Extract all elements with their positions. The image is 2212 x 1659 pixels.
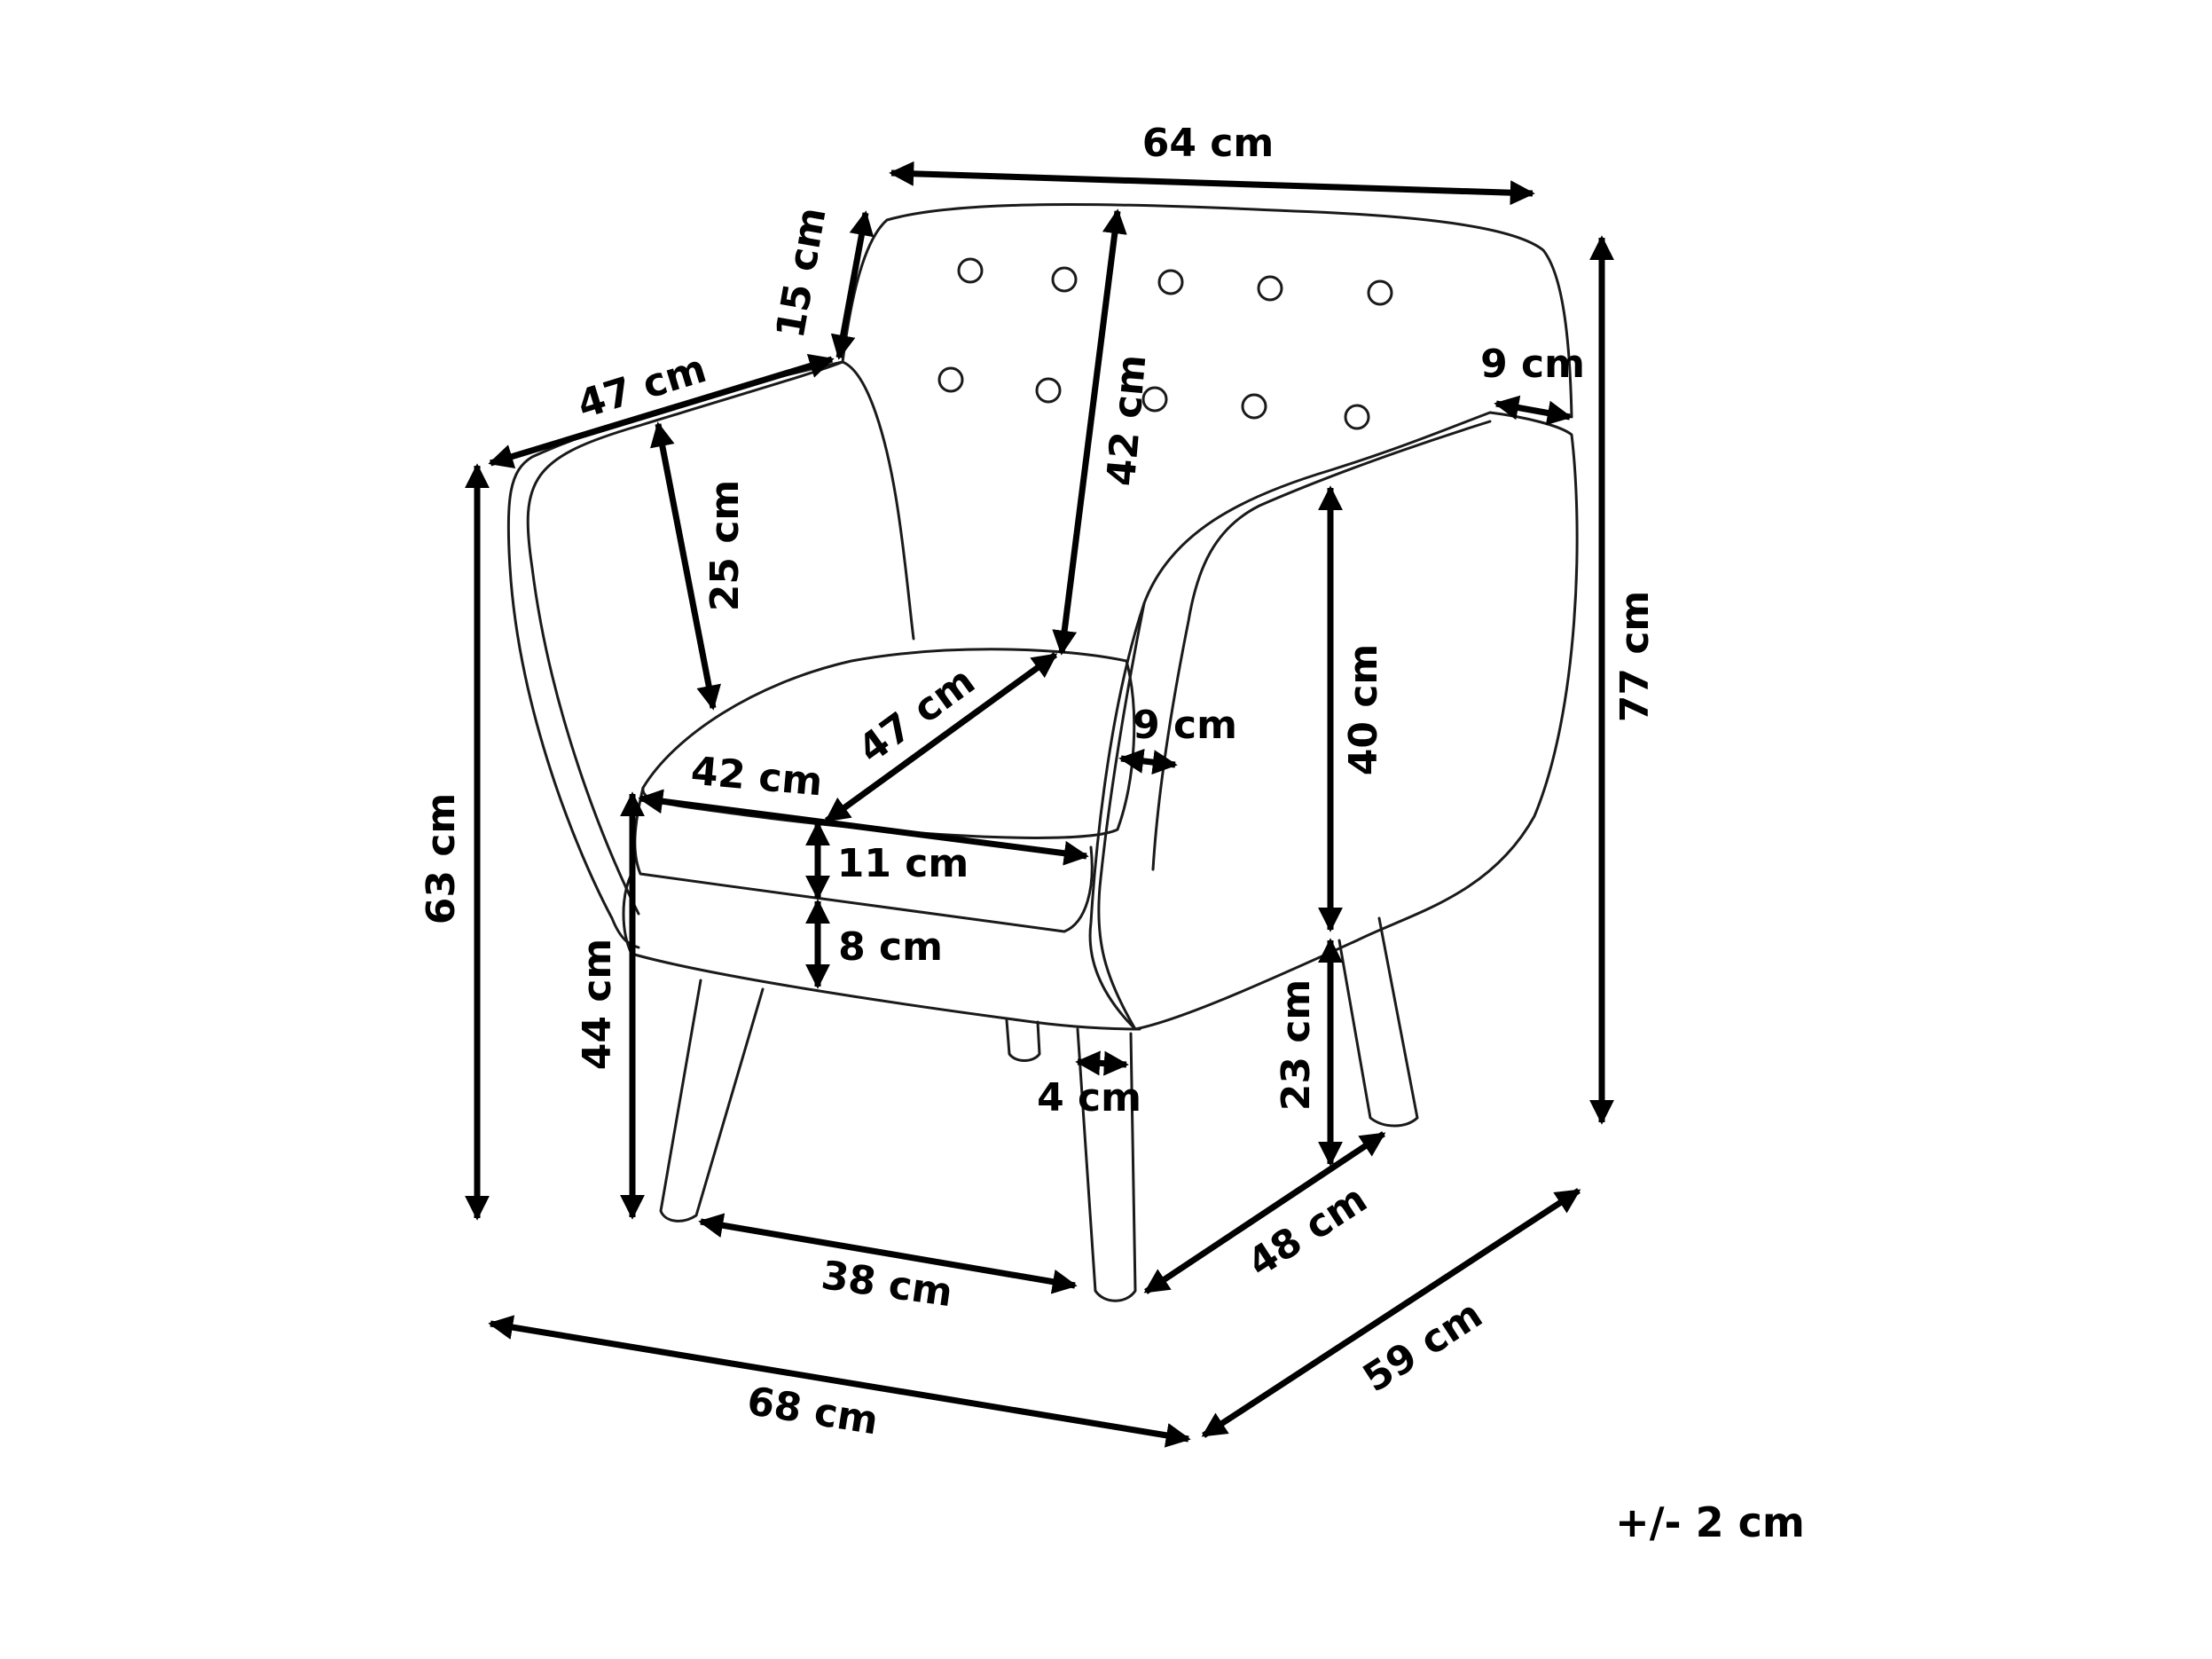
right-arm-inner (1151, 420, 1492, 871)
label-seat-cushion: 11 cm (837, 841, 969, 886)
label-overall-width: 68 cm (744, 1379, 882, 1444)
back-right-leg (1337, 916, 1419, 1128)
label-leg-thickness: 4 cm (1037, 1075, 1141, 1120)
tuft-button (1367, 279, 1393, 306)
label-seat-height: 44 cm (575, 939, 620, 1070)
label-backrest-top: 15 cm (768, 204, 835, 342)
tuft-button (1241, 393, 1267, 420)
dimension-lines (465, 161, 1614, 1448)
dim-arm-inner-height (650, 421, 721, 711)
label-leg-height: 23 cm (1274, 979, 1319, 1111)
tuft-button (1141, 386, 1168, 413)
dim-back-width (889, 161, 1535, 206)
label-arm-height: 63 cm (419, 793, 464, 924)
tuft-button (957, 257, 984, 284)
tuft-button (1157, 269, 1184, 295)
label-arm-inner-height: 25 cm (702, 480, 748, 611)
dim-seat-width (638, 789, 1089, 866)
right-front-leg (1076, 1027, 1137, 1302)
label-backrest-height: 42 cm (1099, 353, 1156, 488)
label-arm-width-right: 9 cm (1480, 342, 1585, 387)
backrest-left-edge (841, 360, 915, 641)
backrest-outline (841, 202, 1573, 419)
tuft-button (1035, 377, 1062, 404)
dim-arm-width-inner (1118, 748, 1178, 775)
dim-backrest-top (830, 210, 875, 360)
dim-arm-depth (488, 353, 835, 469)
tuft-button (937, 366, 964, 393)
left-arm-outline (506, 360, 844, 949)
tuft-button (1257, 275, 1283, 302)
tuft-button (1051, 266, 1078, 293)
label-back-width: 64 cm (1142, 121, 1274, 166)
tolerance-note: +/- 2 cm (1615, 1498, 1805, 1546)
tufting-buttons (937, 257, 1393, 430)
label-total-height: 77 cm (1612, 591, 1658, 722)
dimension-labels: 64 cm 15 cm 47 cm 42 cm 9 cm 77 cm 25 cm… (419, 121, 1805, 1546)
dim-backrest-height (1052, 208, 1127, 656)
label-seat-base: 8 cm (838, 924, 943, 970)
label-overall-depth: 59 cm (1355, 1292, 1490, 1402)
dim-leg-thickness (1075, 1050, 1129, 1076)
left-arm-inner (526, 360, 844, 916)
label-leg-span-side: 48 cm (1240, 1176, 1375, 1286)
label-armrest-to-floor: 40 cm (1341, 644, 1386, 775)
label-seat-width: 42 cm (689, 749, 824, 806)
dim-leg-span-front (698, 1213, 1078, 1294)
left-front-leg (659, 979, 765, 1223)
label-arm-width-inner: 9 cm (1133, 703, 1237, 748)
tuft-button (1344, 404, 1370, 430)
back-left-leg-stub (1005, 1018, 1041, 1062)
dim-overall-width (488, 1315, 1191, 1448)
dim-arm-width-right (1494, 395, 1573, 426)
dim-overall-depth (1201, 1188, 1581, 1438)
